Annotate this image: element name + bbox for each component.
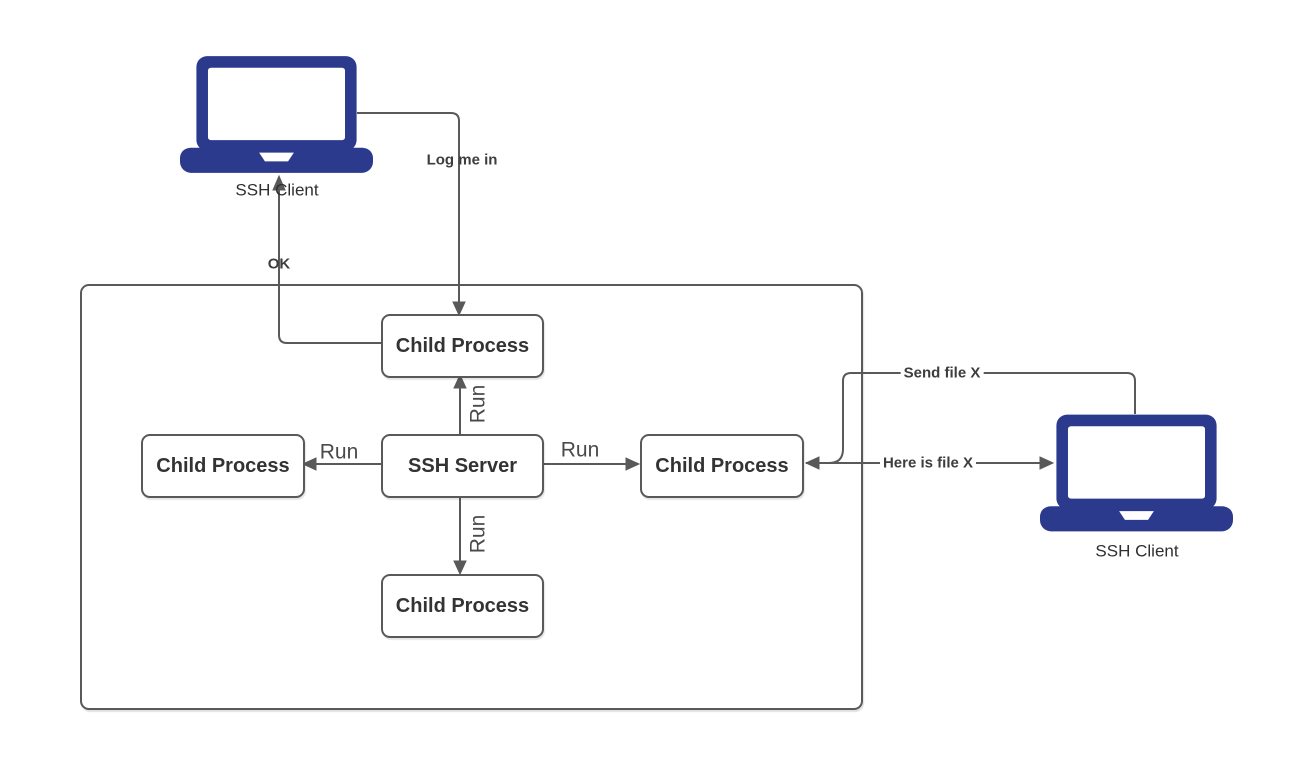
node-child-process-left: Child Process (141, 434, 305, 498)
edge-label-run-down: Run (466, 514, 490, 554)
node-child-process-top: Child Process (381, 314, 544, 378)
node-child-process-bottom: Child Process (381, 574, 544, 638)
ssh-client-right-label: SSH Client (1095, 541, 1179, 561)
node-child-process-right: Child Process (640, 434, 804, 498)
edge-label-run-up: Run (466, 384, 490, 424)
laptop-icon (1040, 414, 1233, 532)
edge-label-ok: OK (267, 255, 291, 273)
node-label: SSH Server (408, 454, 517, 477)
edge-label-run-right: Run (560, 438, 600, 462)
node-ssh-server: SSH Server (381, 434, 544, 498)
node-label: Child Process (395, 594, 530, 617)
node-label: Child Process (655, 454, 789, 477)
edge-label-send-file-x: Send file X (900, 364, 984, 382)
edge-label-here-is-file-x: Here is file X (879, 454, 977, 472)
node-label: Child Process (156, 454, 290, 477)
server-boundary-box (80, 284, 863, 710)
edge-label-log-me-in: Log me in (426, 151, 498, 169)
laptop-icon (180, 56, 373, 173)
node-label: Child Process (395, 334, 530, 357)
ssh-client-left-label: SSH Client (235, 180, 319, 200)
edge-label-run-left: Run (319, 440, 359, 464)
